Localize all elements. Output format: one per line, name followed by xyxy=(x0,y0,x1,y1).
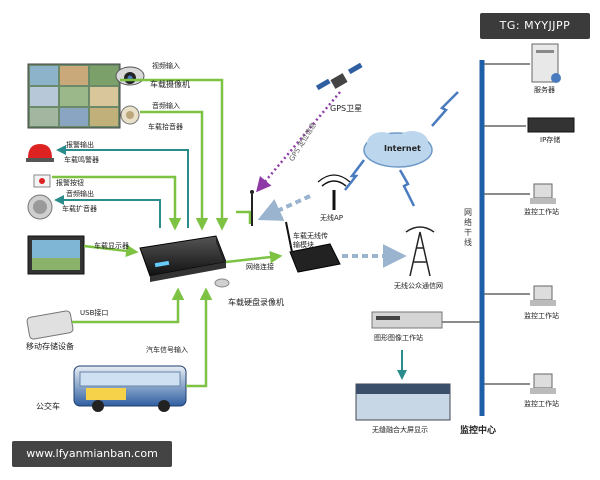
bottom-watermark: www.lfyanmianban.com xyxy=(12,441,172,467)
label-workstation-1: 监控工作站 xyxy=(524,208,559,216)
workstation-1-image xyxy=(530,183,556,204)
siren-image xyxy=(26,144,54,162)
lightning-bolts xyxy=(344,91,459,207)
bus-image xyxy=(73,365,187,412)
label-bus: 公交车 xyxy=(36,402,60,411)
label-ip-storage: IP存储 xyxy=(540,136,561,144)
video-wall-image xyxy=(355,383,451,421)
label-backbone: 网络干线 xyxy=(464,208,472,247)
label-dvr: 车载硬盘录像机 xyxy=(228,298,284,307)
top-watermark: TG: MYYJJPP xyxy=(480,13,590,39)
label-video-input: 视频输入 xyxy=(152,62,180,70)
label-alarm-button: 报警按钮 xyxy=(56,179,84,187)
label-speaker: 车载扩音器 xyxy=(62,205,97,213)
speaker-image xyxy=(27,194,53,220)
gps-signal-line xyxy=(256,91,341,193)
label-audio-output: 音频输出 xyxy=(66,190,94,198)
video-mosaic-image xyxy=(27,63,121,129)
label-wireless-module: 车载无线传输模块 xyxy=(293,232,328,249)
label-workstation-2: 监控工作站 xyxy=(524,312,559,320)
label-workstation-3: 监控工作站 xyxy=(524,400,559,408)
label-video-wall: 无缝融合大屏显示 xyxy=(372,426,428,434)
label-wireless-ap: 无线AP xyxy=(320,214,344,222)
dvr-antenna xyxy=(250,190,254,226)
label-gps-satellite: GPS卫星 xyxy=(330,104,363,113)
alarm-button-image xyxy=(33,174,51,188)
pickup-image xyxy=(120,105,140,125)
label-internet: Internet xyxy=(384,144,421,153)
usb-drive-image xyxy=(26,310,74,340)
label-audio-input: 音频输入 xyxy=(152,102,180,110)
label-bus-signal: 汽车信号输入 xyxy=(146,346,188,354)
teal-arrows xyxy=(54,145,189,228)
dvr-image xyxy=(139,235,230,288)
server-image xyxy=(531,43,561,83)
workstation-2-image xyxy=(530,285,556,306)
workstation-3-image xyxy=(530,373,556,394)
internet-cloud xyxy=(363,131,433,168)
green-arrows xyxy=(52,78,283,388)
label-alarm-output: 报警输出 xyxy=(66,141,94,149)
wireless-dashed-links xyxy=(257,194,407,268)
camera-image xyxy=(115,66,145,86)
label-monitor-center: 监控中心 xyxy=(460,426,497,436)
label-network-connect: 网络连接 xyxy=(246,263,274,271)
label-server: 服务器 xyxy=(534,86,555,94)
label-siren: 车载鸣警器 xyxy=(64,156,99,164)
label-camera: 车载摄像机 xyxy=(150,80,190,89)
label-mobile-storage: 移动存储设备 xyxy=(26,342,74,351)
wireless-ap-image xyxy=(317,174,351,210)
wireless-module-image xyxy=(285,221,341,273)
backbone-connectors xyxy=(442,63,530,385)
gps-satellite-image xyxy=(315,62,363,91)
cell-tower-image xyxy=(405,226,435,277)
image-workstation-image xyxy=(371,311,443,329)
label-usb: USB接口 xyxy=(80,309,109,317)
label-public-network: 无线公众通信网 xyxy=(394,282,443,290)
label-pickup: 车载拾音器 xyxy=(148,123,183,131)
display-image xyxy=(27,235,85,275)
label-image-workstation: 图形图像工作站 xyxy=(374,334,423,342)
label-display: 车载显示器 xyxy=(94,242,129,250)
ip-storage-image xyxy=(527,117,575,133)
